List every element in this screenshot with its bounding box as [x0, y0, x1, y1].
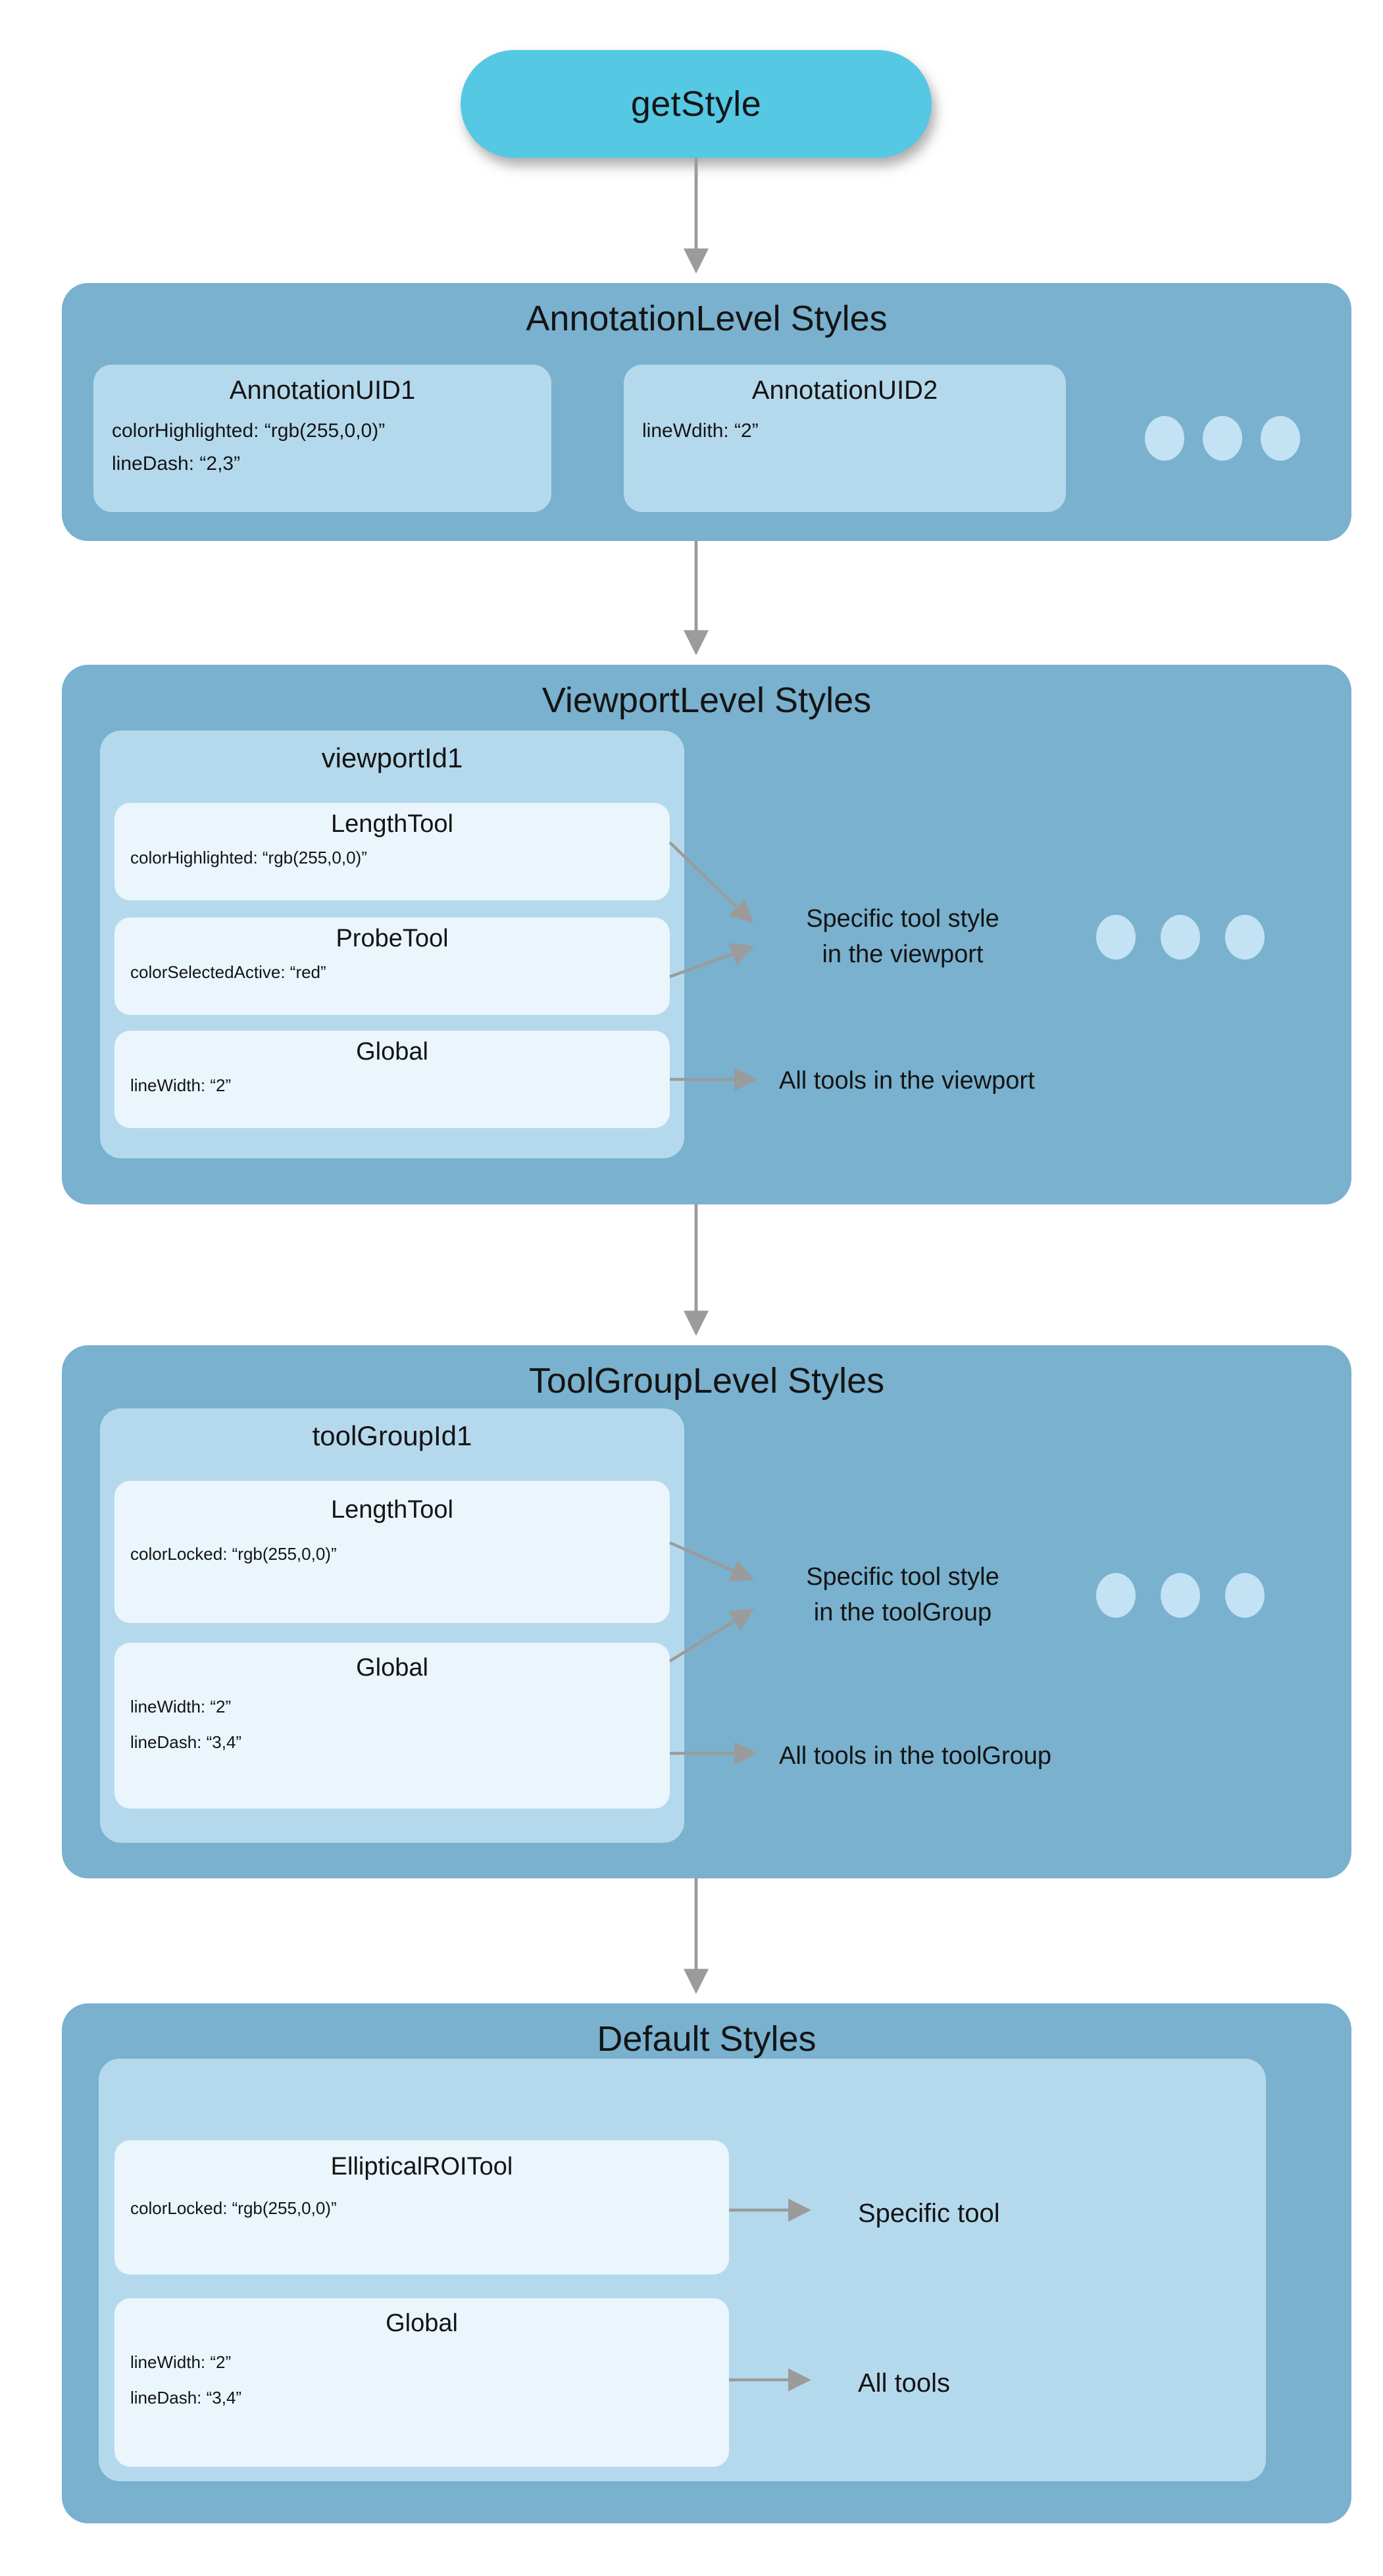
- style-property: colorSelectedActive: “red”: [130, 962, 326, 982]
- style-property: lineWidth: “2”: [130, 1697, 232, 1716]
- viewport-id1-title: viewportId1: [321, 744, 463, 774]
- getstyle-root-label: getStyle: [630, 84, 762, 123]
- style-property: lineDash: “3,4”: [130, 2388, 242, 2408]
- style-property: lineWdith: “2”: [642, 420, 759, 442]
- style-property: lineDash: “3,4”: [130, 1732, 242, 1752]
- more-annotations-ellipsis: [1145, 416, 1300, 461]
- viewport-id1-group: viewportId1 LengthTool colorHighlighted:…: [100, 731, 684, 1158]
- toolgroup-specific-tool-label: Specific tool style in the toolGroup: [806, 1564, 999, 1627]
- annotation-level-title: AnnotationLevel Styles: [526, 299, 888, 338]
- viewport-all-tools-label: All tools in the viewport: [779, 1068, 1035, 1095]
- viewport-probetool-card: ProbeTool colorSelectedActive: “red”: [114, 917, 670, 1015]
- default-level-section: Default Styles EllipticalROITool colorLo…: [62, 2003, 1351, 2523]
- default-ellipticalroitool-card: EllipticalROITool colorLocked: “rgb(255,…: [114, 2140, 729, 2275]
- style-property: lineWidth: “2”: [130, 1075, 232, 1095]
- annotation-level-section: AnnotationLevel Styles AnnotationUID1 co…: [62, 283, 1351, 541]
- more-toolgroups-ellipsis: [1096, 1573, 1265, 1618]
- toolgroup-global-card: Global lineWidth: “2” lineDash: “3,4”: [114, 1643, 670, 1809]
- ellipsis-dot: [1145, 416, 1184, 461]
- toolgroup-lengthtool-title: LengthTool: [331, 1497, 453, 1524]
- default-global-title: Global: [386, 2310, 458, 2338]
- viewport-lengthtool-card: LengthTool colorHighlighted: “rgb(255,0,…: [114, 803, 670, 900]
- ellipsis-dot: [1203, 416, 1242, 461]
- ellipsis-dot: [1161, 915, 1200, 960]
- viewport-lengthtool-title: LengthTool: [331, 811, 453, 838]
- annotation-uid2-title: AnnotationUID2: [751, 376, 938, 405]
- default-global-card: Global lineWidth: “2” lineDash: “3,4”: [114, 2298, 729, 2467]
- viewport-global-card: Global lineWidth: “2”: [114, 1031, 670, 1128]
- style-property: lineWidth: “2”: [130, 2352, 232, 2372]
- toolgroup-level-title: ToolGroupLevel Styles: [528, 1361, 885, 1401]
- viewport-level-title: ViewportLevel Styles: [541, 681, 872, 720]
- viewport-level-section: ViewportLevel Styles viewportId1 LengthT…: [62, 665, 1351, 1204]
- style-property: lineDash: “2,3”: [112, 453, 241, 475]
- style-property: colorHighlighted: “rgb(255,0,0)”: [130, 848, 367, 867]
- toolgroup-id1-title: toolGroupId1: [312, 1422, 472, 1452]
- annotation-uid2-card: AnnotationUID2 lineWdith: “2”: [624, 365, 1066, 512]
- toolgroup-id1-group: toolGroupId1 LengthTool colorLocked: “rg…: [100, 1408, 684, 1843]
- toolgroup-global-title: Global: [356, 1655, 428, 1682]
- annotation-uid1-title: AnnotationUID1: [229, 376, 416, 405]
- more-viewports-ellipsis: [1096, 915, 1265, 960]
- default-specific-tool-label: Specific tool: [858, 2200, 1000, 2228]
- ellipsis-dot: [1096, 915, 1136, 960]
- default-all-tools-label: All tools: [858, 2369, 951, 2398]
- getstyle-root-node: getStyle: [461, 50, 932, 158]
- style-property: colorLocked: “rgb(255,0,0)”: [130, 1544, 337, 1564]
- ellipsis-dot: [1225, 915, 1265, 960]
- style-property: colorHighlighted: “rgb(255,0,0)”: [112, 420, 386, 442]
- viewport-probetool-title: ProbeTool: [336, 925, 449, 953]
- ellipsis-dot: [1161, 1573, 1200, 1618]
- ellipsis-dot: [1096, 1573, 1136, 1618]
- ellipsis-dot: [1225, 1573, 1265, 1618]
- default-ellipticalroitool-title: EllipticalROITool: [330, 2153, 513, 2181]
- ellipsis-dot: [1261, 416, 1300, 461]
- toolgroup-all-tools-label: All tools in the toolGroup: [779, 1743, 1052, 1770]
- default-level-title: Default Styles: [597, 2019, 817, 2059]
- style-property: colorLocked: “rgb(255,0,0)”: [130, 2198, 337, 2218]
- default-group: EllipticalROITool colorLocked: “rgb(255,…: [99, 2059, 1266, 2481]
- annotation-uid1-properties: colorHighlighted: “rgb(255,0,0)” lineDas…: [93, 407, 551, 475]
- annotation-uid2-properties: lineWdith: “2”: [624, 407, 1066, 442]
- viewport-specific-tool-label: Specific tool style in the viewport: [806, 906, 999, 969]
- viewport-global-title: Global: [356, 1039, 428, 1066]
- toolgroup-level-section: ToolGroupLevel Styles toolGroupId1 Lengt…: [62, 1345, 1351, 1878]
- toolgroup-lengthtool-card: LengthTool colorLocked: “rgb(255,0,0)”: [114, 1481, 670, 1623]
- annotation-uid1-card: AnnotationUID1 colorHighlighted: “rgb(25…: [93, 365, 551, 512]
